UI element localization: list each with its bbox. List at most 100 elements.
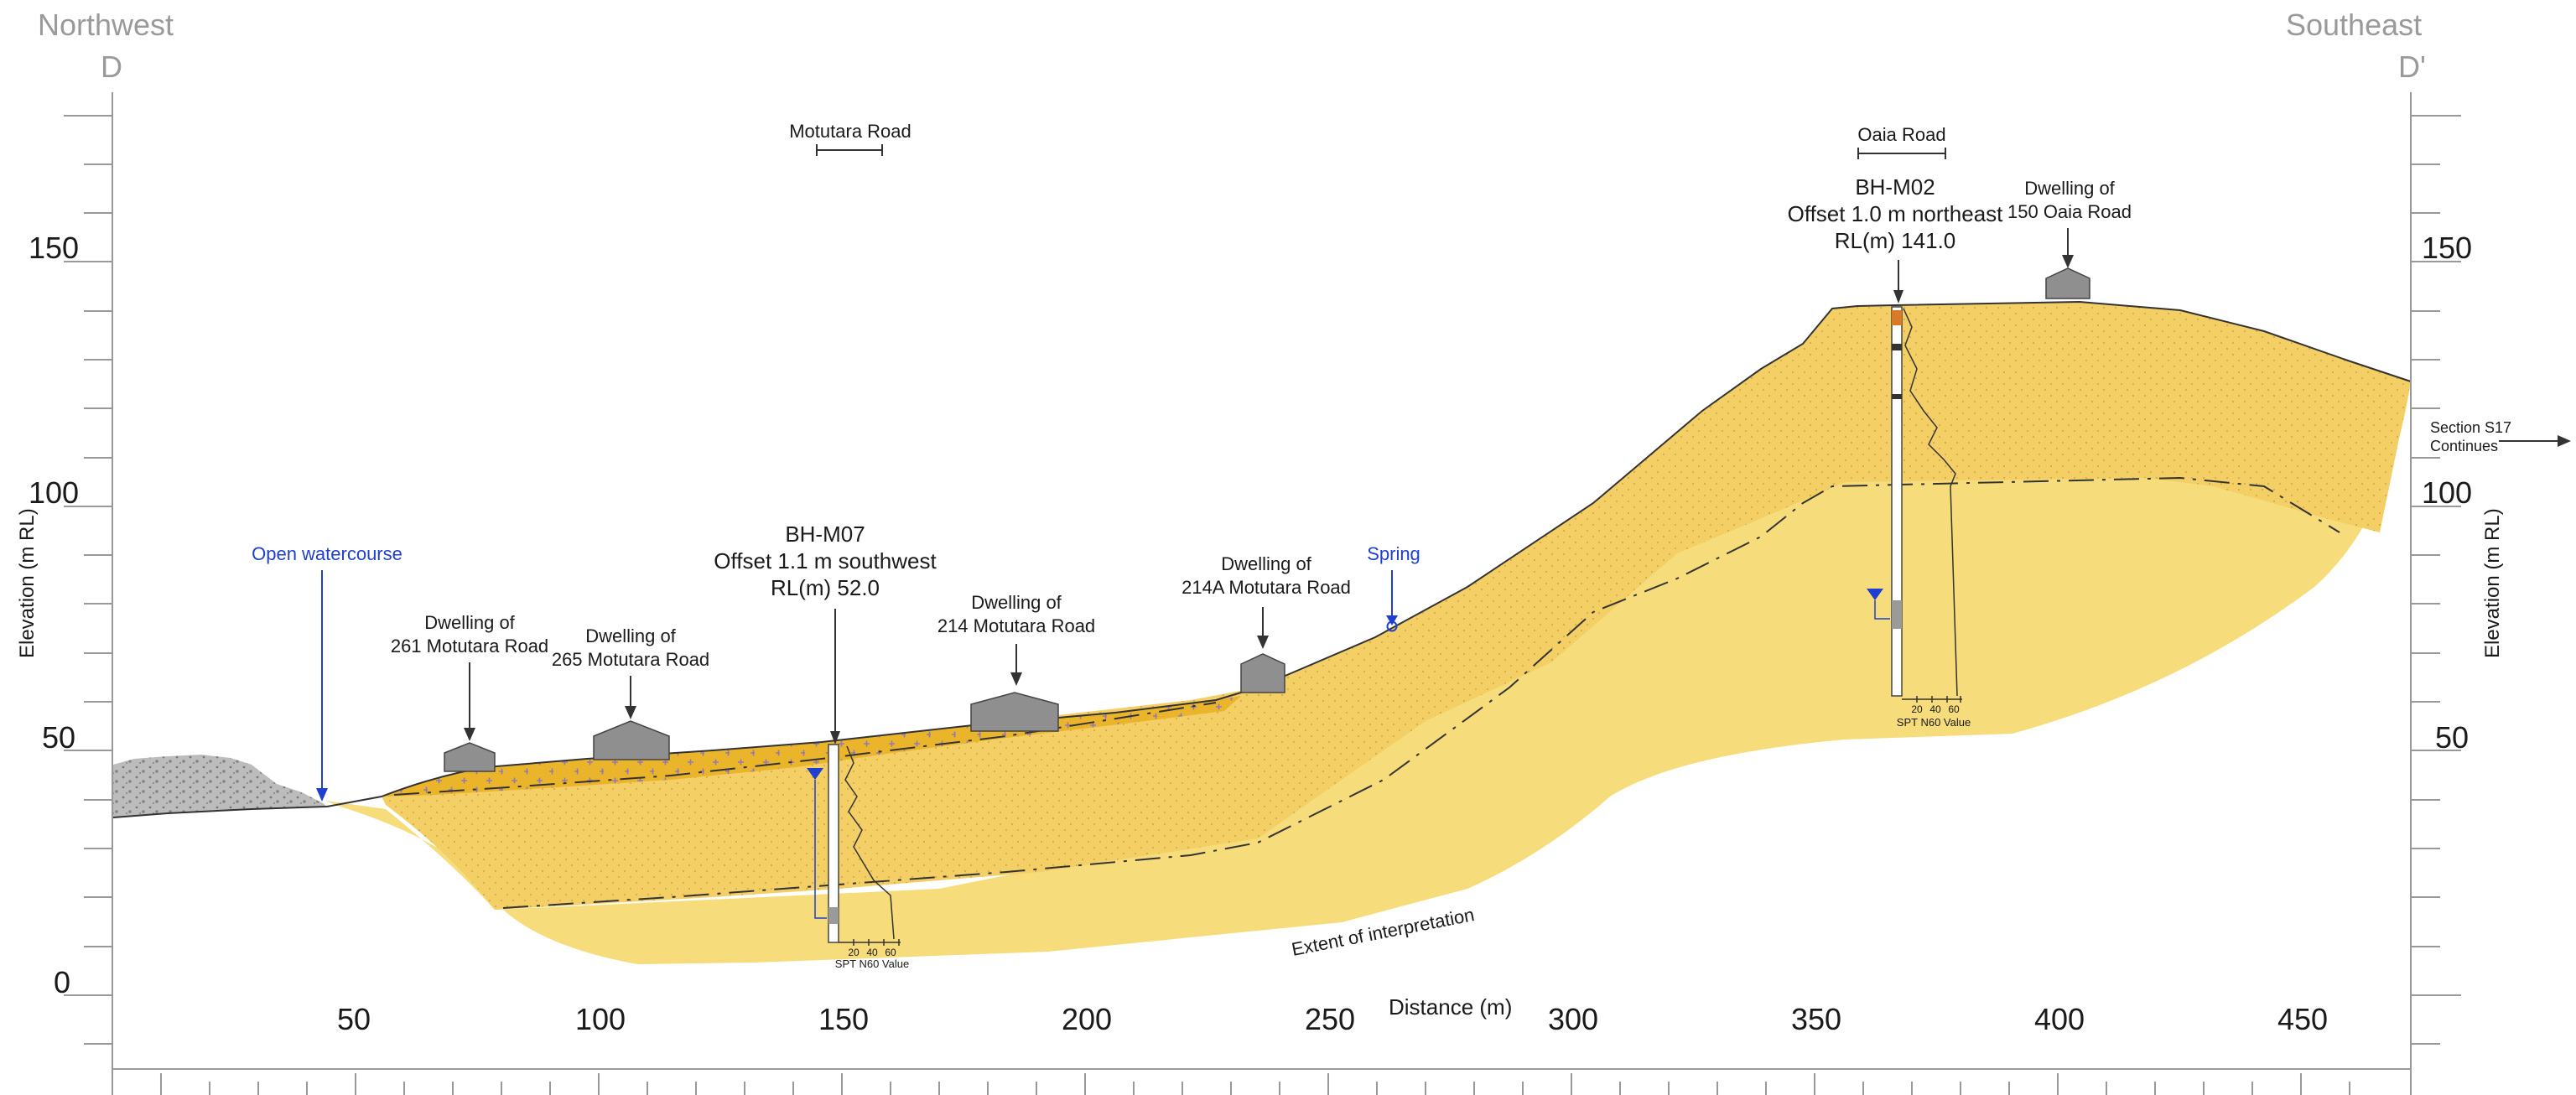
borehole-bh-m07: BH-M07 Offset 1.1 m southwest RL(m) 52.0…: [714, 522, 937, 970]
dwelling-214: Dwelling of 214 Motutara Road: [937, 592, 1095, 732]
section-marker-right: D': [2398, 49, 2426, 84]
borehole-rl: RL(m) 52.0: [771, 575, 880, 600]
x-tick-label: 350: [1791, 1002, 1841, 1036]
arrow-head-icon: [2062, 255, 2074, 268]
house-icon: [593, 720, 670, 760]
dwelling-label: 261 Motutara Road: [391, 636, 548, 656]
y-tick-label-right: 100: [2422, 475, 2472, 510]
arrow-head-icon: [464, 728, 475, 741]
road-label: Motutara Road: [789, 121, 911, 142]
borehole-top-sample: [1892, 310, 1902, 325]
continues-label: Section S17: [2430, 419, 2511, 436]
spt-tick-label: 60: [1948, 703, 1960, 715]
direction-label-right: Southeast: [2286, 8, 2422, 42]
spt-tick-label: 20: [848, 947, 860, 958]
left-axis-ticks: [64, 115, 112, 1045]
borehole-id: BH-M07: [785, 522, 865, 547]
x-tick-label: 100: [575, 1002, 626, 1036]
spring-icon: [1386, 620, 1398, 632]
y-tick-label-right: 150: [2422, 231, 2472, 265]
x-tick-label: 450: [2277, 1002, 2328, 1036]
groundwater-leader: [814, 780, 827, 919]
dwelling-label: 150 Oaia Road: [2007, 201, 2132, 222]
x-tick-labels: 50 100 150 200 250 300 350 400 450: [337, 1002, 2328, 1036]
y-tick-label: 50: [42, 720, 75, 755]
spring: Spring: [1367, 543, 1420, 632]
section-marker-left: D: [101, 49, 122, 84]
y-tick-label: 150: [29, 231, 79, 265]
section-continues: Section S17 Continues: [2430, 419, 2571, 454]
borehole-sample-interval: [1892, 394, 1902, 399]
dwelling-214a: Dwelling of 214A Motutara Road: [1182, 553, 1351, 693]
x-tick-label: 400: [2034, 1002, 2085, 1036]
borehole-sample-interval: [1892, 600, 1902, 629]
arrow-head-icon: [316, 788, 328, 802]
dwelling-265: Dwelling of 265 Motutara Road: [552, 625, 709, 760]
borehole-rl: RL(m) 141.0: [1835, 228, 1956, 253]
road-extent-marker: [1857, 148, 1946, 159]
x-tick-label: 250: [1305, 1002, 1355, 1036]
borehole-sample-interval: [1892, 344, 1902, 350]
arrow-right-icon: [2558, 435, 2571, 447]
arrow-head-icon: [625, 706, 636, 719]
dwelling-label: Dwelling of: [424, 612, 515, 633]
ground-surface-line: [112, 300, 2412, 818]
borehole-id: BH-M02: [1855, 174, 1935, 200]
x-axis-title: Distance (m): [1389, 994, 1512, 1020]
arrow-head-icon: [1010, 672, 1022, 686]
unit-boundary-line: [502, 476, 2340, 909]
dwelling-label: Dwelling of: [1221, 553, 1311, 574]
house-icon: [2045, 267, 2090, 299]
spt-axis-label: SPT N60 Value: [1897, 716, 1971, 729]
right-axis-ticks: [2411, 115, 2461, 1045]
borehole-bh-m02: BH-M02 Offset 1.0 m northeast RL(m) 141.…: [1788, 174, 2004, 729]
dwelling-label: Dwelling of: [585, 625, 676, 646]
x-tick-label: 200: [1062, 1002, 1112, 1036]
spt-trace: [1903, 308, 1958, 697]
borehole-sample-interval: [828, 907, 839, 924]
dwelling-label: 265 Motutara Road: [552, 649, 709, 670]
y-axis-title-left: Elevation (m RL): [16, 508, 39, 658]
arrow-head-icon: [1893, 290, 1903, 304]
x-tick-label: 50: [337, 1002, 371, 1036]
groundwater-icon: [1867, 589, 1883, 600]
y-tick-label-right: 50: [2435, 720, 2469, 755]
spt-axis: [1902, 696, 1962, 703]
rock-unit-pattern: [113, 755, 327, 817]
spt-tick-label: 60: [885, 947, 896, 958]
frame: [112, 92, 2412, 1095]
dwelling-label: 214 Motutara Road: [937, 615, 1095, 636]
arrow-head-icon: [830, 731, 840, 745]
open-watercourse: Open watercourse: [252, 543, 402, 802]
borehole-offset: Offset 1.0 m northeast: [1788, 201, 2004, 226]
groundwater-leader: [1874, 600, 1890, 620]
dwelling-label: 214A Motutara Road: [1182, 577, 1351, 598]
borehole-column: [828, 744, 839, 943]
spt-tick-label: 20: [1911, 703, 1923, 715]
continues-label: Continues: [2430, 438, 2498, 454]
road-label: Oaia Road: [1857, 124, 1945, 145]
borehole-column: [1891, 306, 1903, 697]
house-icon: [1240, 653, 1285, 693]
house-icon: [970, 692, 1059, 732]
spt-tick-label: 40: [1929, 703, 1941, 715]
upper-sand-dot-pattern: [382, 302, 2411, 910]
dwelling-label: Dwelling of: [971, 592, 1062, 613]
road-extent-marker: [816, 144, 883, 156]
groundwater-icon: [807, 768, 823, 780]
spt-axis: [839, 939, 901, 946]
road-motutara: Motutara Road: [789, 121, 911, 156]
x-tick-label: 300: [1548, 1002, 1598, 1036]
dwelling-150-oaia: Dwelling of 150 Oaia Road: [2007, 178, 2132, 299]
direction-label-left: Northwest: [38, 8, 174, 42]
borehole-offset: Offset 1.1 m southwest: [714, 548, 937, 573]
y-tick-label: 100: [29, 475, 79, 510]
spring-label: Spring: [1367, 543, 1420, 564]
y-tick-label: 0: [54, 965, 70, 999]
bottom-axis-ticks: [112, 1068, 2411, 1095]
watercourse-label: Open watercourse: [252, 543, 402, 564]
house-icon: [444, 742, 496, 772]
dwelling-261: Dwelling of 261 Motutara Road: [391, 612, 548, 772]
x-tick-label: 150: [818, 1002, 869, 1036]
arrow-head-icon: [1257, 636, 1269, 649]
